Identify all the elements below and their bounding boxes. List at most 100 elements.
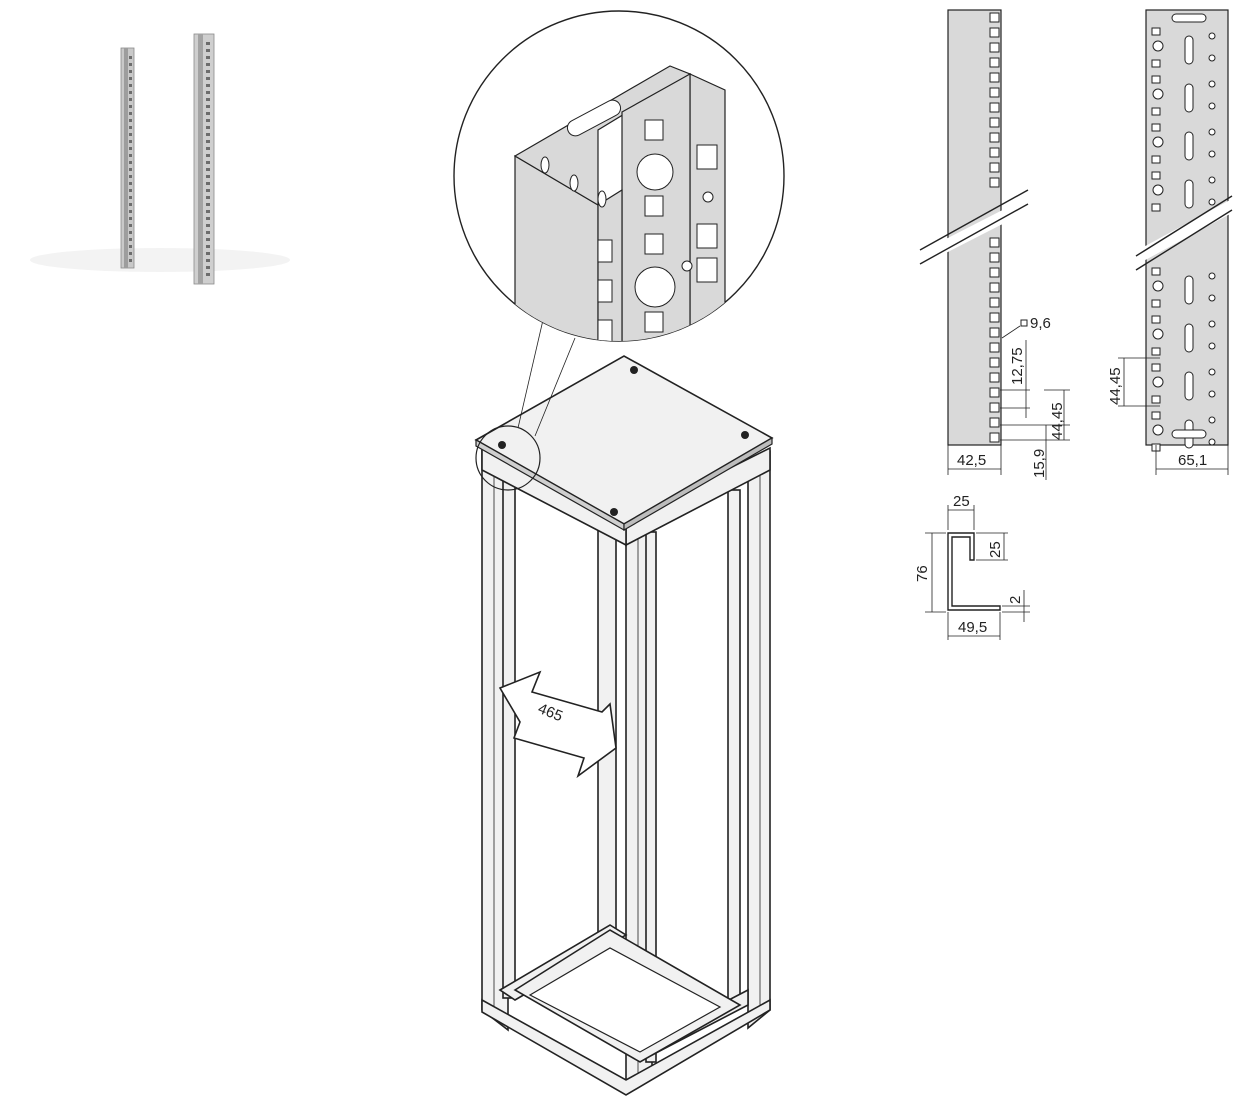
photo-hole	[206, 126, 210, 129]
photo-hole	[206, 217, 210, 220]
rail-square-hole	[1151, 363, 1161, 372]
rail-square-hole	[989, 342, 1000, 353]
rail-square-hole	[1151, 107, 1161, 116]
rail-square-hole	[989, 372, 1000, 383]
rail-square-hole	[1151, 75, 1161, 84]
rail-square-hole	[1151, 347, 1161, 356]
front-width-label: 42,5	[957, 452, 986, 469]
photo-hole	[206, 98, 210, 101]
rail-round-hole	[1208, 102, 1216, 110]
photo-hole	[206, 245, 210, 248]
photo-hole	[206, 105, 210, 108]
rail-slot	[1184, 131, 1194, 161]
photo-hole	[206, 119, 210, 122]
rail-square-hole	[989, 432, 1000, 443]
photo-hole	[129, 217, 132, 220]
rail-round-hole	[1208, 438, 1216, 446]
rail-round-hole	[1152, 136, 1164, 148]
rail-square-hole	[1151, 59, 1161, 68]
rail-round-hole	[1152, 376, 1164, 388]
photo-hole	[206, 224, 210, 227]
hole-pitch-label: 12,75	[1009, 347, 1026, 385]
rail-square-hole	[1151, 315, 1161, 324]
thickness-label: 2	[1007, 596, 1024, 604]
rail-round-hole	[1208, 150, 1216, 158]
rail-slot	[1184, 275, 1194, 305]
photo-hole	[129, 182, 132, 185]
rail-square-hole	[1151, 411, 1161, 420]
rail-photo	[30, 33, 290, 285]
rail-slot	[1184, 179, 1194, 209]
photo-hole	[206, 112, 210, 115]
photo-hole	[129, 203, 132, 206]
rail-round-hole	[1208, 416, 1216, 424]
rail-square-hole	[989, 162, 1000, 173]
photo-hole	[129, 224, 132, 227]
rail-square-hole	[989, 117, 1000, 128]
unit-pitch-label: 44,45	[1049, 402, 1066, 440]
rail-square-hole	[989, 177, 1000, 188]
rail-round-hole	[1208, 54, 1216, 62]
photo-hole	[129, 245, 132, 248]
rail-square-hole	[989, 102, 1000, 113]
photo-hole	[206, 196, 210, 199]
photo-hole	[129, 154, 132, 157]
photo-hole	[129, 70, 132, 73]
photo-hole	[206, 42, 210, 45]
photo-hole	[129, 210, 132, 213]
rail-round-hole	[1208, 128, 1216, 136]
rail-slot	[1184, 83, 1194, 113]
rail-square-hole	[989, 237, 1000, 248]
return-height-label: 25	[987, 541, 1004, 558]
rail-slot	[1171, 13, 1207, 23]
rail-square-hole	[989, 417, 1000, 428]
rail-square-hole	[989, 132, 1000, 143]
photo-hole	[129, 133, 132, 136]
photo-hole	[206, 63, 210, 66]
rail-square-hole	[989, 327, 1000, 338]
rail-round-hole	[1208, 272, 1216, 280]
rail-square-hole	[989, 57, 1000, 68]
rail-round-hole	[1208, 176, 1216, 184]
rail-round-hole	[1208, 198, 1216, 206]
bottom-width-label: 49,5	[958, 619, 987, 636]
photo-hole	[206, 77, 210, 80]
rail-square-hole	[989, 282, 1000, 293]
rail-round-hole	[1152, 280, 1164, 292]
rail-square-hole	[989, 312, 1000, 323]
photo-hole	[129, 119, 132, 122]
rail-round-hole	[1208, 368, 1216, 376]
rack-frame	[474, 319, 774, 1096]
photo-hole	[206, 175, 210, 178]
photo-hole	[129, 168, 132, 171]
rail-slot	[1184, 35, 1194, 65]
rail-square-hole	[1151, 267, 1161, 276]
photo-hole	[206, 266, 210, 269]
photo-hole	[206, 273, 210, 276]
rail-round-hole	[1208, 80, 1216, 88]
rail-round-hole	[1152, 424, 1164, 436]
photo-hole	[206, 203, 210, 206]
photo-hole	[206, 84, 210, 87]
rail-square-hole	[1151, 171, 1161, 180]
rail-round-hole	[1208, 342, 1216, 350]
rail-round-hole	[1152, 88, 1164, 100]
rail-square-hole	[1151, 27, 1161, 36]
rail-slot	[1184, 323, 1194, 353]
offset-label: 15,9	[1031, 449, 1048, 478]
photo-hole	[206, 56, 210, 59]
photo-hole	[129, 56, 132, 59]
photo-hole	[206, 161, 210, 164]
rail-slot	[1171, 429, 1207, 439]
photo-hole	[206, 133, 210, 136]
photo-hole	[206, 210, 210, 213]
depth-arrow: 465	[498, 670, 617, 779]
rail-round-hole	[1152, 328, 1164, 340]
photo-hole	[206, 259, 210, 262]
rail-round-hole	[1208, 390, 1216, 398]
rail-square-hole	[989, 72, 1000, 83]
photo-hole	[206, 91, 210, 94]
photo-hole	[206, 140, 210, 143]
photo-hole	[129, 98, 132, 101]
rail-square-hole	[1151, 299, 1161, 308]
